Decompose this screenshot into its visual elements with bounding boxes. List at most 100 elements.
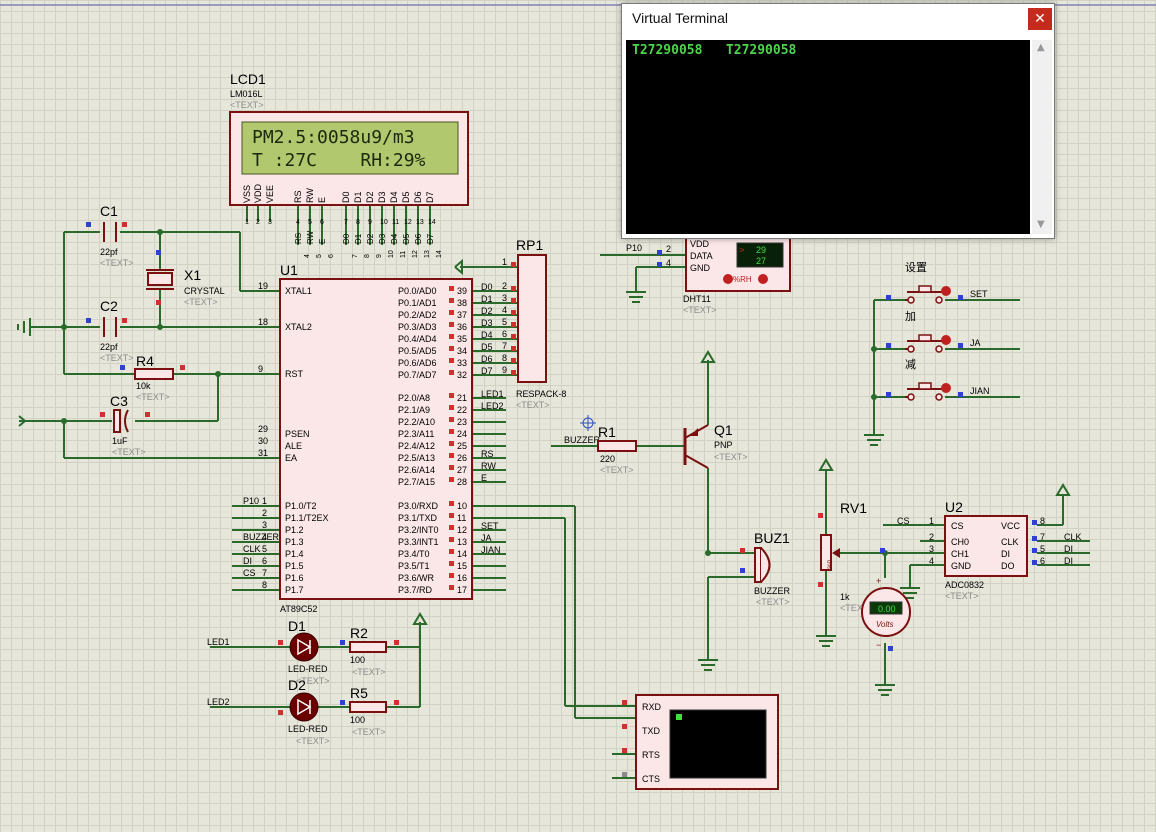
mcu-pin-number: 26 bbox=[457, 453, 467, 463]
mcu-pin-number: 12 bbox=[457, 525, 467, 535]
ground-icon bbox=[698, 659, 718, 671]
buzzer-buz1[interactable]: BUZ1 BUZZER <TEXT> bbox=[754, 530, 791, 607]
mcu-net-label: D0 bbox=[481, 282, 493, 292]
dht11-unit: %RH bbox=[733, 275, 752, 284]
vt-scrollbar[interactable]: ▲ ▼ bbox=[1032, 40, 1052, 234]
mcu-pin-number: 34 bbox=[457, 346, 467, 356]
scroll-down-icon[interactable]: ▼ bbox=[1037, 219, 1045, 230]
sensor-dht11[interactable]: P10 2 4 VDD DATA GND > 29 27 %RH DHT11 <… bbox=[626, 234, 791, 315]
vt-screen[interactable]: T27290058 T27290058 bbox=[626, 40, 1030, 234]
mcu-pin-number: 16 bbox=[457, 573, 467, 583]
capacitor-c1[interactable]: C1 22pf <TEXT> bbox=[100, 203, 134, 268]
lcd-net-number: 14 bbox=[436, 250, 443, 258]
u2-pin-name: DI bbox=[1001, 549, 1010, 559]
lcd-pin-number: 6 bbox=[320, 219, 324, 226]
mcu-pin-number: 9 bbox=[258, 364, 263, 374]
mcu-net-label: LED1 bbox=[481, 389, 504, 399]
close-icon[interactable]: ✕ bbox=[1028, 8, 1052, 30]
x1-model: CRYSTAL bbox=[184, 286, 225, 296]
lcd-pin-number: 8 bbox=[356, 219, 360, 226]
rp1-pin-number: 3 bbox=[502, 293, 507, 303]
q1-model: PNP bbox=[714, 440, 733, 450]
mcu-pin-name: P3.6/WR bbox=[398, 573, 435, 583]
vt-device-pin: RTS bbox=[642, 750, 660, 760]
mcu-pin-name: RST bbox=[285, 369, 304, 379]
rp1-pin-number: 7 bbox=[502, 341, 507, 351]
d2-ref: D2 bbox=[288, 677, 306, 693]
voltmeter-minus: − bbox=[876, 640, 881, 650]
voltmeter[interactable]: 0.00 Volts + − bbox=[861, 576, 911, 650]
mcu-pin-number: 32 bbox=[457, 370, 467, 380]
scroll-up-icon[interactable]: ▲ bbox=[1037, 42, 1045, 53]
mcu-net-label: D3 bbox=[481, 318, 493, 328]
rv1-value: 1k bbox=[840, 592, 850, 602]
r1-text-tag: <TEXT> bbox=[600, 465, 634, 475]
mcu-pin-number: 15 bbox=[457, 561, 467, 571]
dht11-ref: DHT11 bbox=[683, 294, 711, 304]
u2-text-tag: <TEXT> bbox=[945, 591, 979, 601]
lcd-line1: PM2.5:0058u9/m3 bbox=[252, 127, 415, 148]
vt-output-line: T27290058 T27290058 bbox=[632, 43, 797, 58]
dht11-pin-gnd: GND bbox=[690, 263, 711, 273]
u2-pin-name: CH1 bbox=[951, 549, 969, 559]
u2-pin-number: 1 bbox=[929, 516, 934, 526]
resistor-r1[interactable]: R1 BUZZER 220 <TEXT> bbox=[564, 415, 637, 475]
resistor-r2[interactable]: R2 100 <TEXT> bbox=[349, 625, 387, 677]
lcd-pin-label: RW bbox=[305, 188, 315, 203]
mcu-pin-number: 18 bbox=[258, 317, 268, 327]
r1-net: BUZZER bbox=[564, 435, 601, 445]
u2-pin-name: VCC bbox=[1001, 521, 1021, 531]
lcd-net-label: D2 bbox=[366, 233, 375, 244]
mcu-pin-name: P3.7/RD bbox=[398, 585, 433, 595]
mcu-net-label: D2 bbox=[481, 306, 493, 316]
lcd-module[interactable]: LCD1 LM016L <TEXT> PM2.5:0058u9/m3 T :27… bbox=[229, 71, 469, 258]
lcd-net-number: 12 bbox=[412, 250, 419, 258]
lcd-pin-label: VEE bbox=[265, 185, 275, 203]
mcu-pin-name: P0.5/AD5 bbox=[398, 346, 437, 356]
u2-net-label: CLK bbox=[1064, 532, 1082, 542]
potentiometer-rv1[interactable]: RV1 0% 1k <TEXT> bbox=[820, 500, 874, 613]
mcu-pin-number: 38 bbox=[457, 298, 467, 308]
mcu-pin-number: 33 bbox=[457, 358, 467, 368]
mcu-pin-name: P0.1/AD1 bbox=[398, 298, 437, 308]
capacitor-c2[interactable]: C2 22pf <TEXT> bbox=[100, 298, 134, 363]
mcu-net-label: RW bbox=[481, 461, 496, 471]
rp1-pin-number: 6 bbox=[502, 329, 507, 339]
junction-dots bbox=[61, 229, 888, 556]
led-d2[interactable]: LED2 D2 LED-RED <TEXT> bbox=[207, 677, 330, 746]
lcd-net-number: 13 bbox=[424, 250, 431, 258]
lcd-pin-number: 12 bbox=[404, 219, 412, 226]
c2-value: 22pf bbox=[100, 342, 118, 352]
d1-text-tag: <TEXT> bbox=[296, 676, 330, 686]
rp1-ref: RP1 bbox=[516, 237, 543, 253]
mcu-pin-number: 23 bbox=[457, 417, 467, 427]
u2-pin-number: 5 bbox=[1040, 544, 1045, 554]
transistor-q1[interactable]: Q1 PNP <TEXT> bbox=[683, 422, 748, 469]
r4-value: 10k bbox=[136, 381, 151, 391]
led-d1[interactable]: LED1 D1 LED-RED <TEXT> bbox=[207, 618, 330, 686]
mcu-net-label: SET bbox=[481, 521, 499, 531]
resistor-r4[interactable]: R4 10k <TEXT> bbox=[134, 353, 174, 402]
virtual-terminal-window[interactable]: Virtual Terminal ✕ T27290058 T27290058 ▲… bbox=[621, 3, 1055, 239]
dht11-pin-vdd: VDD bbox=[690, 239, 710, 249]
push-button[interactable]: 加JA bbox=[905, 310, 981, 353]
r4-text-tag: <TEXT> bbox=[136, 392, 170, 402]
mcu-net-label: JIAN bbox=[481, 545, 501, 555]
capacitor-c3[interactable]: C3 1uF <TEXT> bbox=[110, 393, 146, 457]
lcd-net-number: 10 bbox=[388, 250, 395, 258]
mcu-pin-number: 36 bbox=[457, 322, 467, 332]
mcu-ref: U1 bbox=[280, 262, 298, 278]
crystal-x1[interactable]: X1 CRYSTAL <TEXT> bbox=[146, 267, 225, 307]
lcd-pin-label: D1 bbox=[353, 191, 363, 203]
resistor-r5[interactable]: R5 100 <TEXT> bbox=[349, 685, 387, 737]
